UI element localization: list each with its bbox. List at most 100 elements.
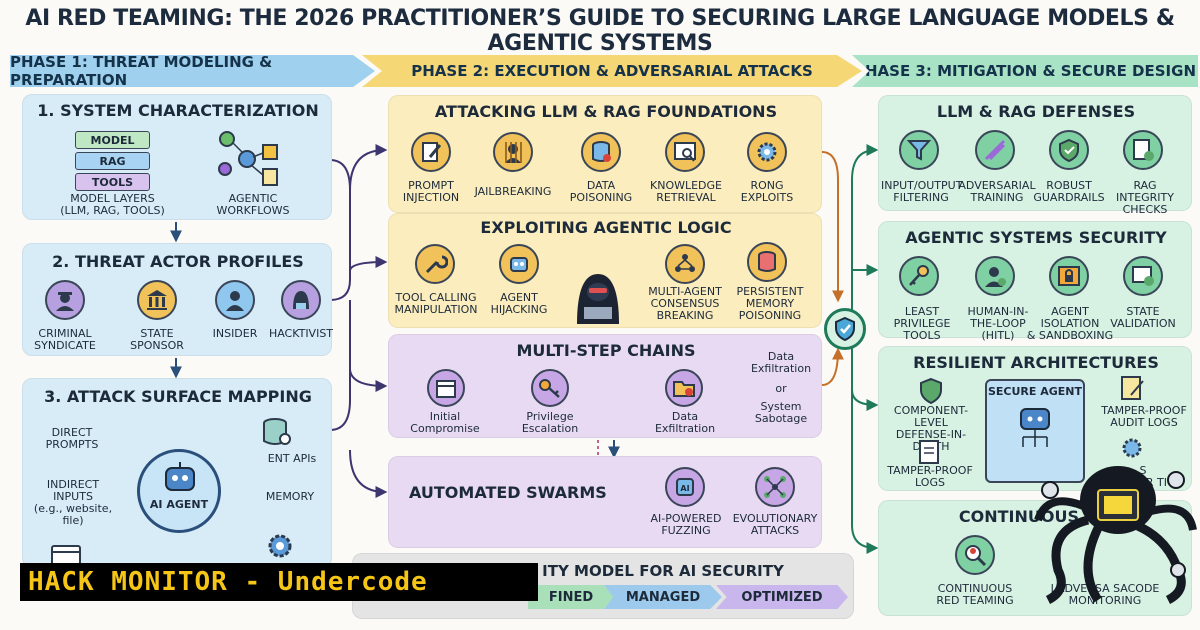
phase-1-header: PHASE 1: THREAT MODELING & PREPARATION [10,55,375,87]
database-search-icon [263,418,291,445]
audit-log-icon [1121,376,1144,400]
ai-fuzzing-label: AI-POWERED FUZZING [650,512,722,537]
exploits-gear-icon [747,132,787,172]
red-team-icon [955,535,995,575]
secure-agent-label: SECURE AGENT [987,385,1083,398]
criminal-syndicate-label: CRIMINAL SYNDICATE [34,327,96,352]
data-poisoning-label: DATA POISONING [569,179,633,204]
jailbreaking-icon [493,132,533,172]
direct-prompts-label: DIRECT PROMPTS [45,426,99,451]
agent-hijack-icon [499,244,539,284]
ai-agent-node: AI AGENT [137,449,221,533]
knowledge-retrieval-icon [665,132,705,172]
folder-exfil-icon [665,369,703,407]
log-icon [919,440,939,464]
evolutionary-icon [755,467,795,507]
data-exfiltration-step-label: Data Exfiltration [654,410,716,435]
insider-label: INSIDER [212,327,258,340]
guardrails-shield-icon [1049,130,1089,170]
resilient-architectures-title: RESILIENT ARCHITECTURES [913,353,1159,372]
prompt-injection-icon [411,132,451,172]
memory-poisoning-label: PERSISTENT MEMORY POISONING [736,285,804,322]
outcome-exfiltration-label: Data Exfiltration [750,350,812,375]
robust-guardrails-label: ROBUST GUARDRAILS [1033,179,1105,204]
agentic-security-panel: AGENTIC SYSTEMS SECURITY LEAST PRIVILEGE… [878,221,1192,342]
phase-3-header: PHASE 3: MITIGATION & SECURE DESIGN [852,55,1198,87]
agentic-logic-title: EXPLOITING AGENTIC LOGIC [480,218,732,237]
sandbox-lock-icon [1049,256,1089,296]
attack-surface-panel: 3. ATTACK SURFACE MAPPING AI AGENT DIREC… [22,378,332,569]
multi-agent-icon [665,244,705,284]
threat-actor-panel: 2. THREAT ACTOR PROFILES CRIMINAL SYNDIC… [22,243,334,356]
tamper-proof-logs-label: TAMPER-PROOF LOGS [887,464,973,489]
component-defense-label: COMPONENT-LEVEL DEFENSE-IN-DEPTH [893,404,969,453]
multi-agent-label: MULTI-AGENT CONSENSUS BREAKING [648,285,722,322]
model-layers-caption: MODEL LAYERS (LLM, RAG, TOOLS) [60,192,165,217]
shield-icon [824,308,866,350]
jailbreaking-label: JAILBREAKING [474,185,552,198]
indirect-inputs-label: INDIRECT INPUTS (e.g., website, file) [33,478,113,527]
layer-rag: RAG [75,152,150,170]
automated-swarms-title: AUTOMATED SWARMS [409,483,607,502]
evolutionary-label: EVOLUTIONARY ATTACKS [732,512,818,537]
automated-swarms-panel: AUTOMATED SWARMS AI AI-POWERED FUZZING E… [388,456,822,548]
svg-text:AI: AI [680,484,689,493]
threat-actor-title: 2. THREAT ACTOR PROFILES [52,252,304,271]
hacktivist-label: HACKTIVIST [268,327,334,340]
page-title: AI RED TEAMING: THE 2026 PRACTITIONER’S … [25,6,1175,56]
exploits-label: RONG EXPLOITS [740,179,794,204]
multi-step-chains-panel: MULTI-STEP CHAINS Initial Compromise Pri… [388,334,822,438]
agent-isolation-label: AGENT ISOLATION & SANDBOXING [1026,305,1114,342]
filter-icon [899,130,939,170]
tool-calling-label: TOOL CALLING MANIPULATION [394,291,478,316]
agentic-security-title: AGENTIC SYSTEMS SECURITY [905,228,1167,247]
llm-defenses-title: LLM & RAG DEFENSES [936,102,1136,121]
gear-icon [268,534,292,558]
foundations-panel: ATTACKING LLM & RAG FOUNDATIONS PROMPT I… [388,95,822,213]
initial-compromise-label: Initial Compromise [410,410,480,435]
training-icon [975,130,1015,170]
orchestration-gear-icon [1122,438,1142,458]
agentic-logic-panel: EXPLOITING AGENTIC LOGIC TOOL CALLING MA… [388,213,822,328]
key-privilege-icon [899,256,939,296]
foundations-title: ATTACKING LLM & RAG FOUNDATIONS [434,102,778,121]
key-icon [531,369,569,407]
agent-hijacking-label: AGENT HIJACKING [490,291,548,316]
audit-logs-label: TAMPER-PROOF AUDIT LOGS [1101,404,1187,429]
outcome-sabotage-label: System Sabotage [754,400,808,425]
browser-icon [51,545,81,569]
state-validation-icon [1123,256,1163,296]
secure-robot-icon [1020,408,1050,447]
rag-integrity-label: RAG INTEGRITY CHECKS [1116,179,1174,216]
least-privilege-label: LEAST PRIVILEGE TOOLS [893,305,951,342]
attack-surface-title: 3. ATTACK SURFACE MAPPING [44,387,312,406]
workflow-gears-icon [218,131,278,186]
multi-step-chains-title: MULTI-STEP CHAINS [516,341,696,360]
prompt-injection-label: PROMPT INJECTION [402,179,460,204]
agentic-workflows-caption: AGENTIC WORKFLOWS [216,192,290,217]
maturity-optimized: OPTIMIZED [716,585,848,609]
continuous-red-teaming-label: CONTINUOUS RED TEAMING [936,582,1014,607]
criminal-syndicate-icon [45,280,85,320]
adversarial-training-label: ADVERSARIAL TRAINING [958,179,1036,204]
privilege-escalation-label: Privilege Escalation [521,410,579,435]
hacktivist-icon [281,280,321,320]
calendar-icon [427,369,465,407]
memory-db-icon [747,242,787,282]
secure-agent-box: SECURE AGENT [985,379,1085,483]
defense-shield-icon [920,377,942,405]
io-filtering-label: INPUT/OUTPUT FILTERING [881,179,963,204]
maturity-model-title: ITY MODEL FOR AI SECURITY [542,562,784,580]
resilient-architectures-panel: RESILIENT ARCHITECTURES COMPONENT-LEVEL … [878,346,1192,491]
rag-check-icon [1123,130,1163,170]
phase-2-header: PHASE 2: EXECUTION & ADVERSARIAL ATTACKS [362,55,862,87]
llm-defenses-panel: LLM & RAG DEFENSES INPUT/OUTPUT FILTERIN… [878,95,1192,216]
state-validation-label: STATE VALIDATION [1110,305,1176,330]
tool-wrench-icon [415,244,455,284]
data-poisoning-icon [581,132,621,172]
memory-label: MEMORY [265,490,315,503]
layer-model: MODEL [75,131,150,149]
ai-fuzzing-icon: AI [665,467,705,507]
outcome-or-label: or [775,382,787,395]
hooded-hacker-icon [577,274,619,324]
